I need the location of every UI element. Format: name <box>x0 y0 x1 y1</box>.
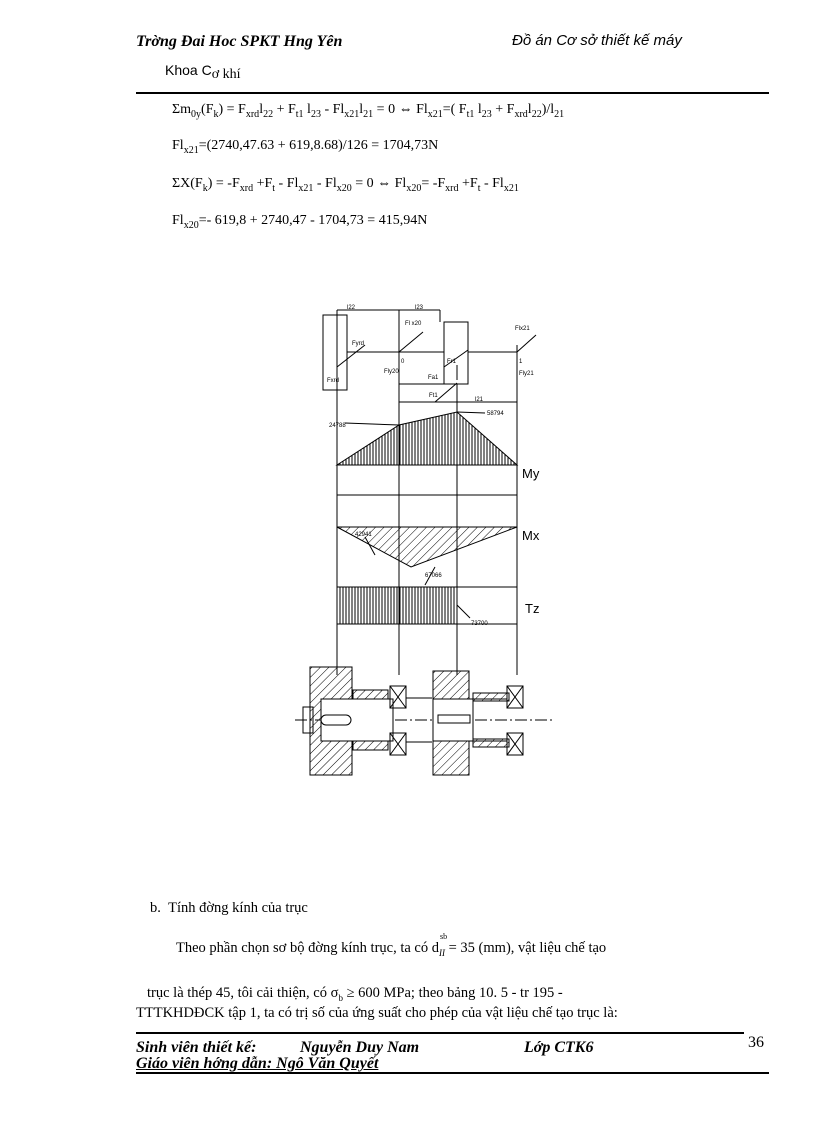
footer-bottom-divider <box>136 1072 769 1074</box>
faculty-suffix: ơ khí <box>211 67 241 82</box>
label-f-a1: Fa1 <box>428 375 439 381</box>
section-b-paragraph-3: TTTKHDĐCK tập 1, ta có trị số của ứng su… <box>136 1005 618 1021</box>
equation-fl-x21-value: Flx21=(2740,47.63 + 619,8.68)/126 = 1704… <box>172 138 439 156</box>
faculty-name: Khoa Cơ khí <box>165 62 241 82</box>
faculty-prefix: Khoa C <box>165 62 212 78</box>
value-mx-2: 67066 <box>425 573 442 579</box>
label-fl-x20: Fl x20 <box>405 321 422 327</box>
label-f-t1: Ft1 <box>429 393 438 399</box>
label-fl-y21: Fly21 <box>519 371 534 377</box>
label-f-xrd: Fxrd <box>327 378 339 384</box>
section-marker: b. <box>150 900 161 916</box>
section-b-heading: b. Tính đờng kính của trục <box>150 900 308 917</box>
value-mx-1: 42941 <box>355 532 372 538</box>
label-point-0: 0 <box>401 359 405 365</box>
value-tz: 73700 <box>471 621 488 627</box>
label-f-yrd: Fyrd <box>352 341 364 347</box>
label-fl-x21: Flx21 <box>515 326 530 332</box>
advisor-line: Giáo viên hớng dẫn: Ngô Văn Quyết <box>136 1055 379 1072</box>
label-my: My <box>522 466 540 481</box>
class-label: Lớp CTK6 <box>524 1039 594 1056</box>
footer-top-divider <box>136 1032 744 1034</box>
section-b-paragraph-2: trục là thép 45, tôi cải thiện, có σb ≥ … <box>147 985 563 1003</box>
label-f-r1: Fr1 <box>447 359 457 365</box>
project-title: Đồ án Cơ sở thiết kế máy <box>512 32 682 49</box>
label-l22: l22 <box>347 305 356 311</box>
label-fl-y20: Fly20 <box>384 369 399 375</box>
student-label: Sinh viên thiết kế: <box>136 1039 257 1056</box>
section-b-paragraph-1: Theo phần chọn sơ bộ đờng kính trục, ta … <box>176 932 607 958</box>
value-my-2: 58794 <box>487 411 504 417</box>
equation-force-sum: ΣX(Fk) = -Fxrd +Ft - Flx21 - Flx20 = 0 ⇔… <box>172 176 519 194</box>
label-l23: l23 <box>415 305 424 311</box>
student-name: Nguyễn Duy Nam <box>300 1039 420 1056</box>
label-l21: l21 <box>475 397 484 403</box>
label-tz: Tz <box>525 601 539 616</box>
section-title: Tính đờng kính của trục <box>168 900 308 916</box>
value-my-1: 24788 <box>329 423 346 429</box>
page-number: 36 <box>748 1034 764 1051</box>
school-name: Trờng Đai Hoc SPKT Hng Yên <box>136 33 343 50</box>
equation-moment-sum: Σm0y(Fk) = Fxrdl22 + Ft1 l23 - Flx21l21 … <box>172 102 565 120</box>
shaft-load-diagram: l22 l23 l21 Fyrd Fxrd Fl x20 Fly20 0 Fr1… <box>295 305 555 776</box>
label-mx: Mx <box>522 528 540 543</box>
header-divider <box>136 92 769 94</box>
label-point-1: 1 <box>519 359 523 365</box>
equation-fl-x20-value: Flx20=- 619,8 + 2740,47 - 1704,73 = 415,… <box>172 213 428 231</box>
